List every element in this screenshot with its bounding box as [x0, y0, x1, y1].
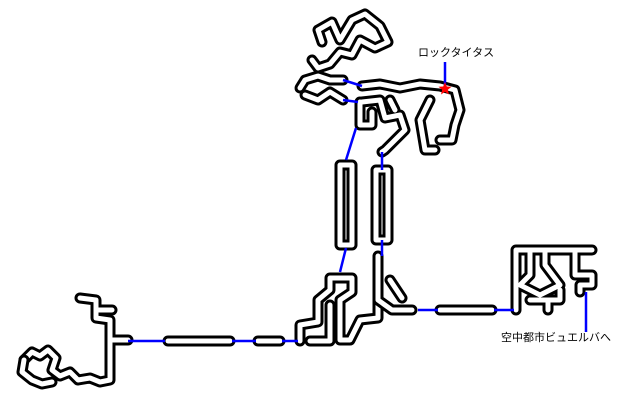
- corridor-segment: [297, 73, 346, 103]
- corridor-segment: [373, 167, 391, 243]
- corridor-segment: [513, 247, 595, 313]
- corridor-segment: [21, 295, 131, 385]
- star-icon: [438, 82, 452, 95]
- connections: [128, 62, 588, 343]
- east-exit-label: 空中都市ビュエルバへ: [501, 331, 611, 344]
- corridor-segment: [309, 11, 391, 71]
- corridor-segment: [19, 357, 55, 387]
- corridor-segment: [337, 162, 355, 248]
- corridor-segment: [297, 275, 381, 344]
- north-exit-label: ロックタイタス: [418, 46, 495, 59]
- corridor-segment: [307, 253, 415, 344]
